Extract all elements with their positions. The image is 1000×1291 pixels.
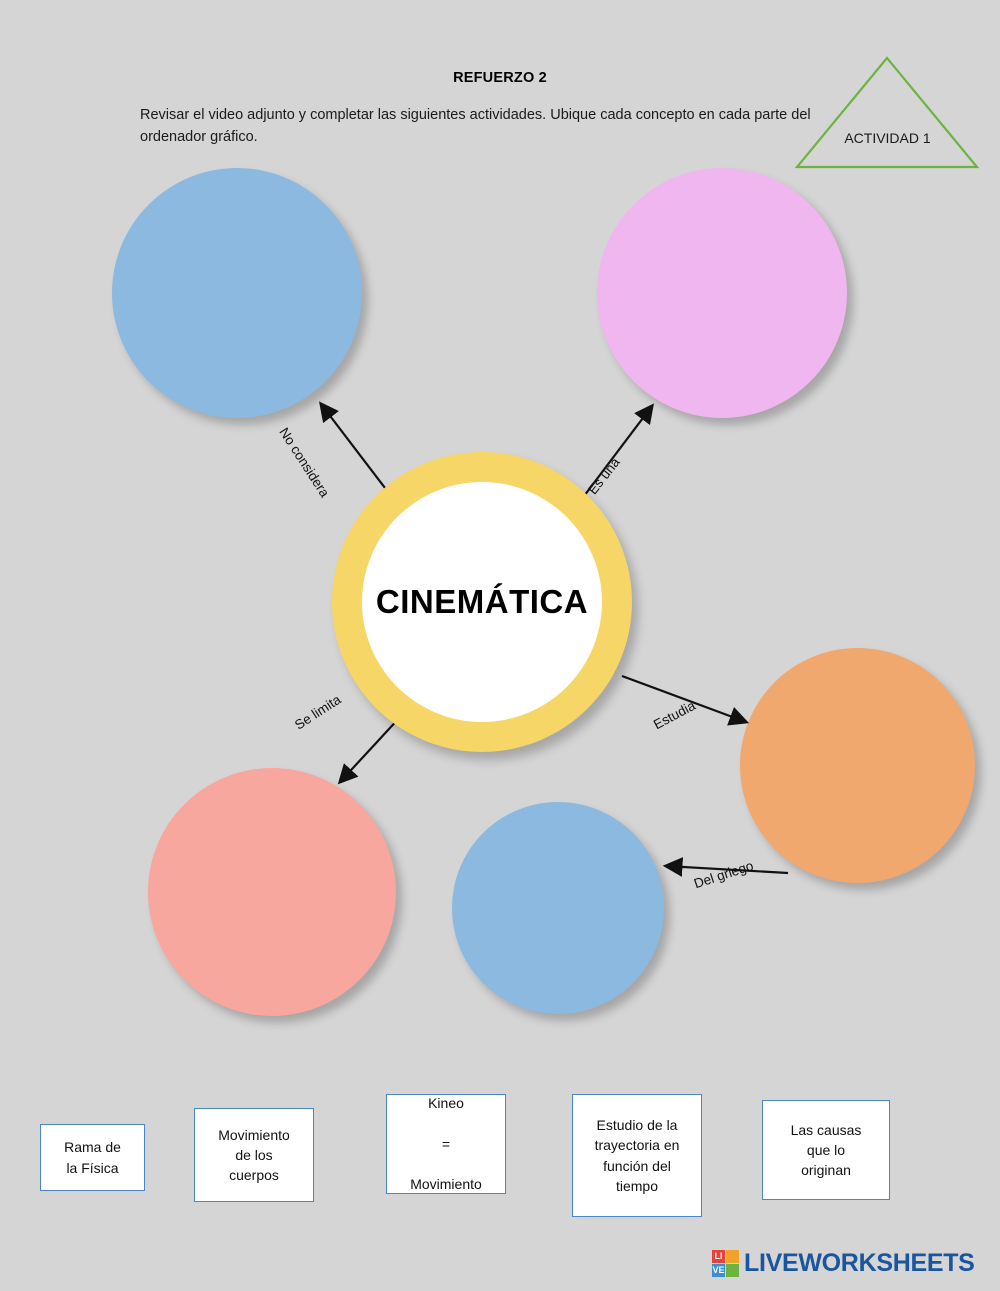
liveworksheets-brand-text: LIVEWORKSHEETS bbox=[744, 1249, 975, 1277]
edge-label-se-limita: Se limita bbox=[292, 691, 344, 733]
answer-box-3[interactable]: Kineo = Movimiento bbox=[386, 1094, 506, 1194]
answer-box-2-text: Movimiento de los cuerpos bbox=[218, 1126, 290, 1184]
answer-box-1[interactable]: Rama de la Física bbox=[40, 1124, 145, 1191]
edge-label-del-griego: Del griego bbox=[692, 857, 756, 892]
edge-label-es-una: Es una bbox=[585, 454, 623, 498]
node-top-left-blank[interactable] bbox=[112, 168, 362, 418]
node-bottom-center-blank[interactable] bbox=[452, 802, 664, 1014]
liveworksheets-logo[interactable]: LI VE LIVEWORKSHEETS bbox=[712, 1249, 975, 1278]
instructions-text: Revisar el video adjunto y completar las… bbox=[140, 107, 811, 146]
answer-box-3-text: Kineo = Movimiento bbox=[410, 1095, 482, 1193]
activity-badge-label: ACTIVIDAD 1 bbox=[844, 130, 931, 146]
page-title: REFUERZO 2 bbox=[453, 70, 547, 86]
node-bottom-left-blank[interactable] bbox=[148, 768, 396, 1016]
edge-label-no-considera: No considera bbox=[276, 425, 333, 500]
center-node: CINEMÁTICA bbox=[362, 482, 602, 722]
logo-cell-ve: VE bbox=[712, 1264, 725, 1277]
answer-box-2[interactable]: Movimiento de los cuerpos bbox=[194, 1108, 314, 1202]
edge-label-estudia: Estudia bbox=[651, 697, 698, 733]
activity-triangle-icon bbox=[794, 55, 980, 170]
center-node-label: CINEMÁTICA bbox=[375, 583, 589, 620]
answer-box-1-text: Rama de la Física bbox=[64, 1139, 121, 1176]
node-right-blank[interactable] bbox=[740, 648, 975, 883]
logo-cell-blank-1 bbox=[726, 1250, 739, 1263]
logo-cell-blank-2 bbox=[726, 1264, 739, 1277]
answer-box-5-text: Las causas que lo originan bbox=[790, 1121, 862, 1179]
logo-cell-li: LI bbox=[712, 1250, 725, 1263]
answer-box-5[interactable]: Las causas que lo originan bbox=[762, 1100, 890, 1200]
answer-box-4-text: Estudio de la trayectoria en función del… bbox=[594, 1116, 680, 1194]
answer-box-4[interactable]: Estudio de la trayectoria en función del… bbox=[572, 1094, 702, 1217]
liveworksheets-logo-icon: LI VE bbox=[712, 1250, 739, 1277]
node-top-right-blank[interactable] bbox=[597, 168, 847, 418]
